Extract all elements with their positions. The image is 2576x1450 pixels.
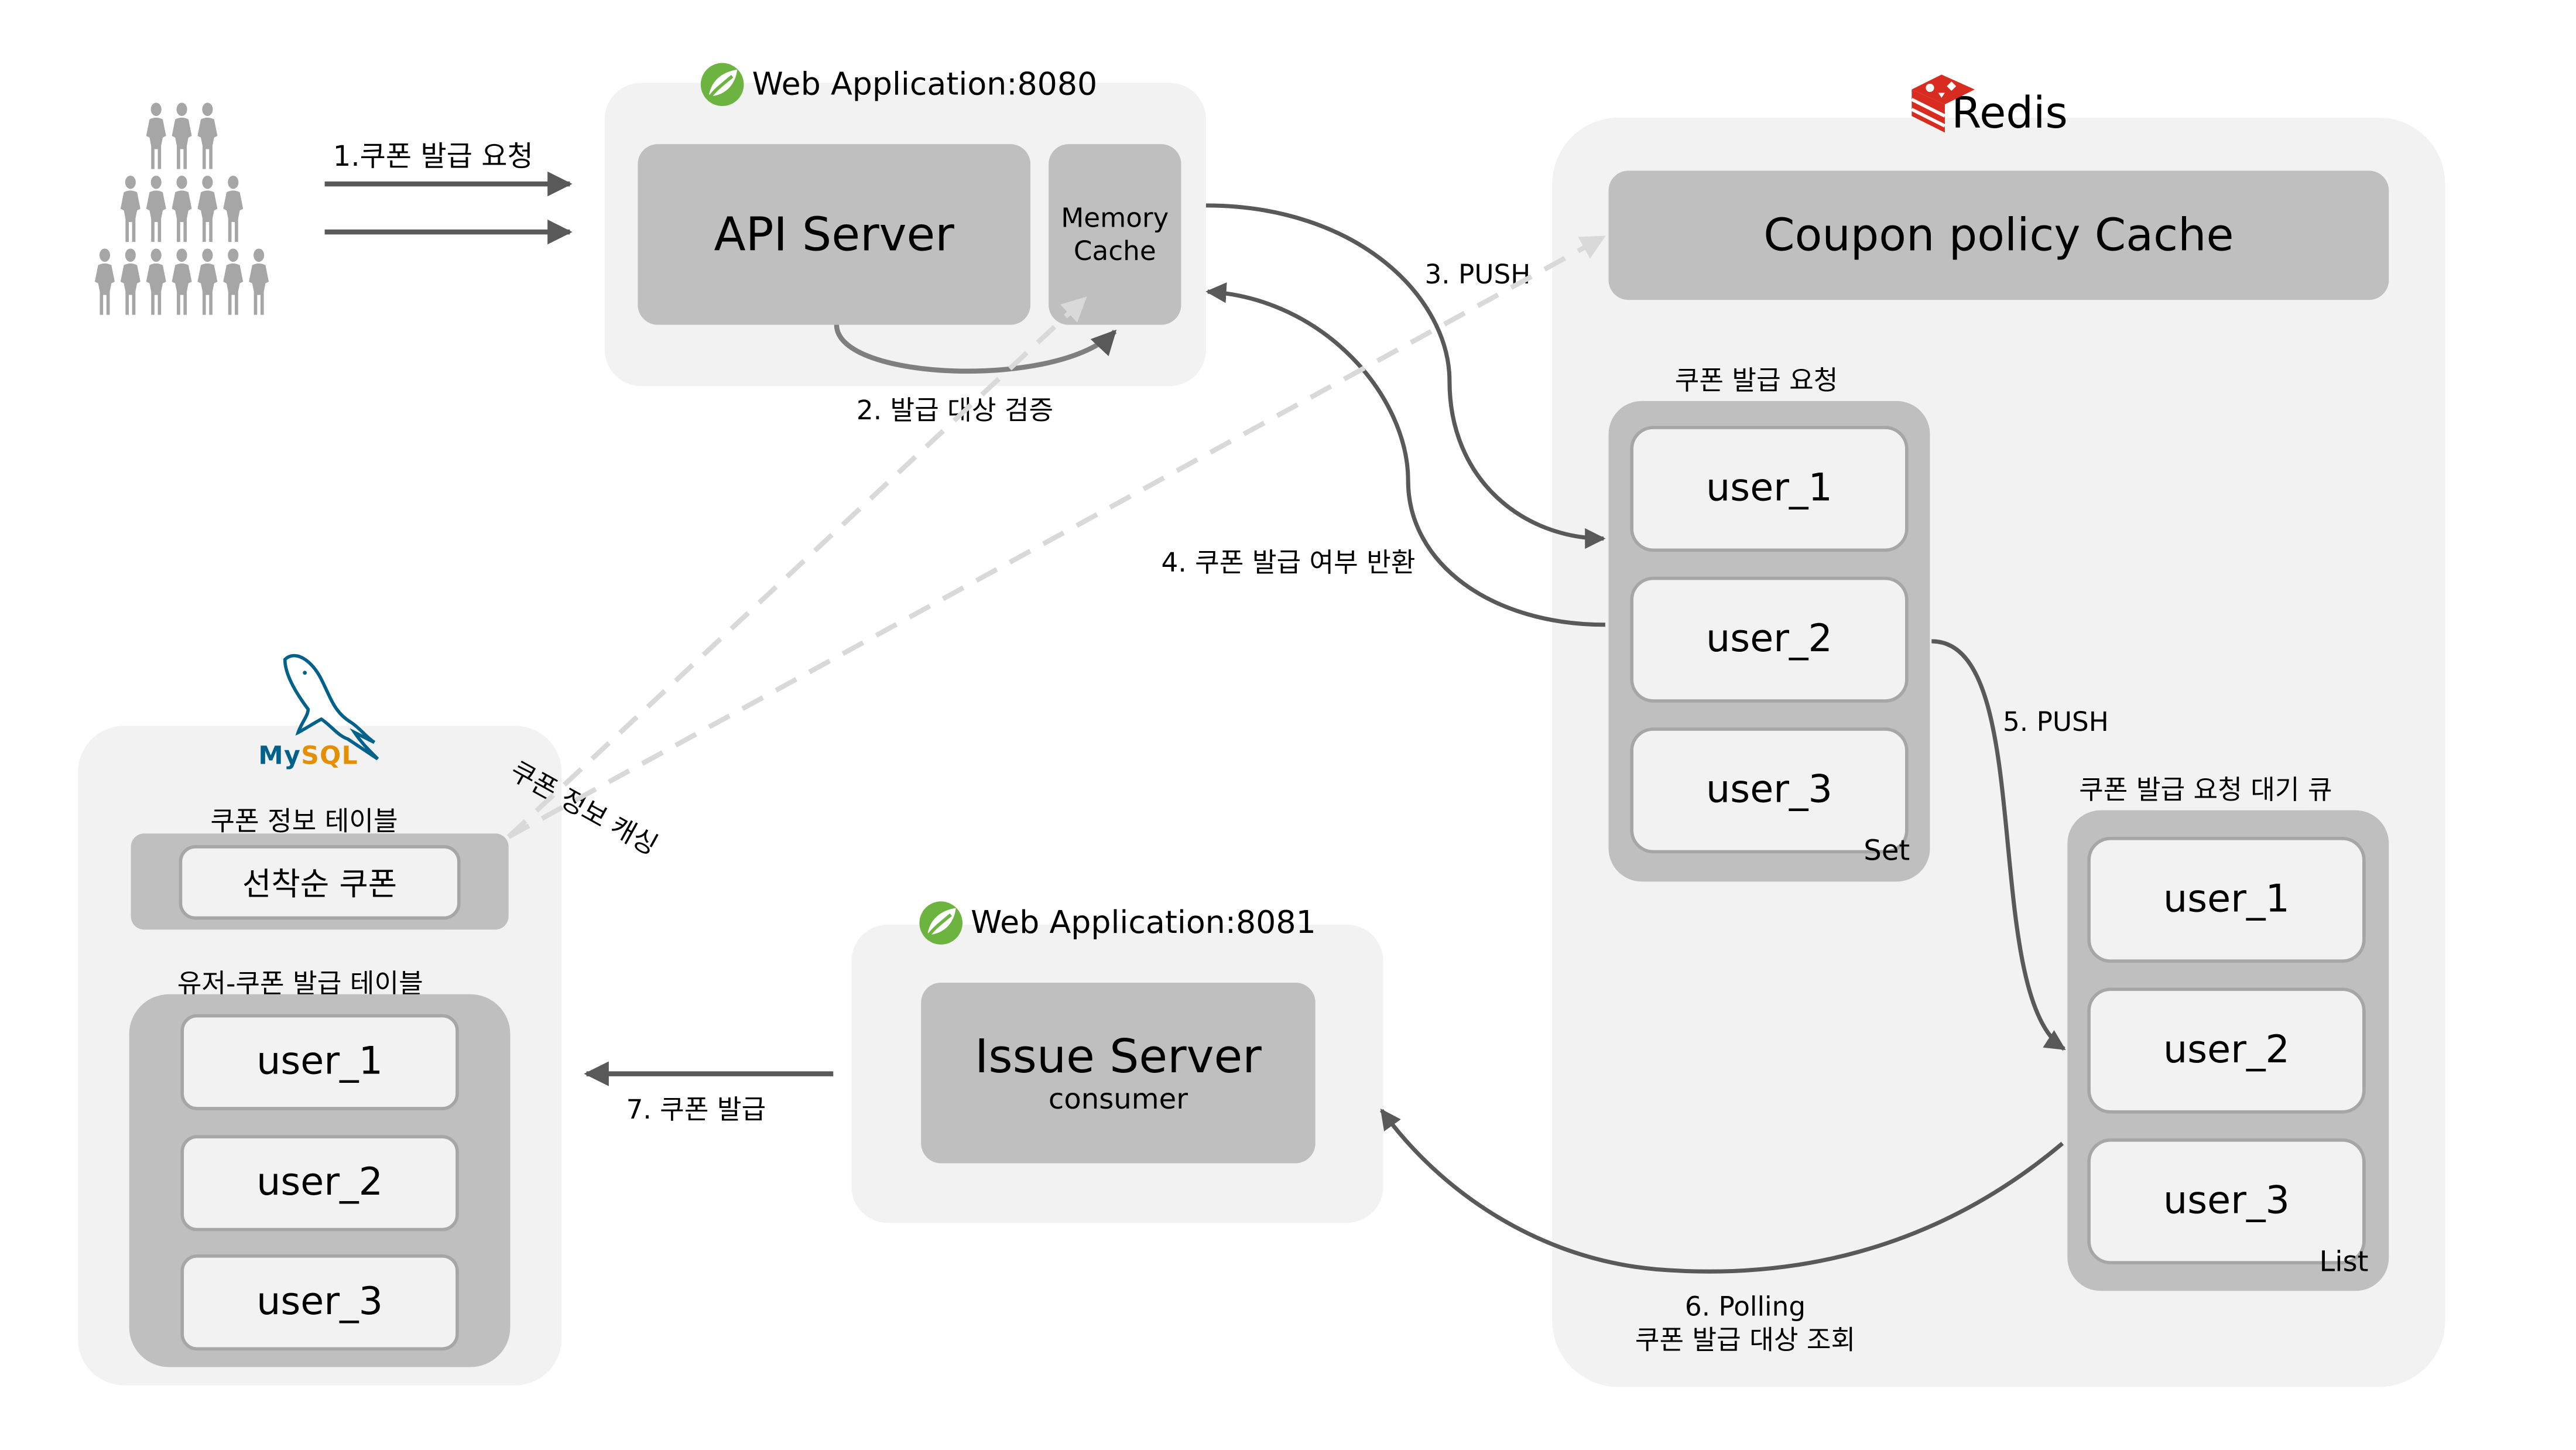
person-icon xyxy=(197,102,218,169)
issue-table-item[interactable]: user_3 xyxy=(180,1254,459,1351)
set-item[interactable]: user_3 xyxy=(1630,727,1909,854)
step2-label: 2. 발급 대상 검증 xyxy=(856,394,1054,426)
queue-item[interactable]: user_1 xyxy=(2087,836,2366,963)
queue-item[interactable]: user_2 xyxy=(2087,987,2366,1114)
redis-logo-icon xyxy=(1911,74,1975,133)
coupon-policy-cache-label: Coupon policy Cache xyxy=(1763,209,2234,261)
step3-arrow xyxy=(1205,203,1606,549)
queue-type-label: List xyxy=(2319,1246,2369,1280)
api-app-title: Web Application:8080 xyxy=(699,61,1097,108)
memory-cache-label-line1: Memory xyxy=(1061,201,1169,233)
coupon-policy-cache-box[interactable]: Coupon policy Cache xyxy=(1608,170,2389,300)
issue-server-subtitle: consumer xyxy=(1048,1083,1188,1117)
issue-table-item[interactable]: user_2 xyxy=(180,1135,459,1232)
person-icon xyxy=(94,248,115,315)
person-icon xyxy=(146,102,166,169)
queue-title: 쿠폰 발급 요청 대기 큐 xyxy=(2079,774,2332,806)
spring-leaf-icon xyxy=(919,901,962,945)
step2-arrow xyxy=(834,324,1117,374)
issue-table-title: 유저-쿠폰 발급 테이블 xyxy=(177,967,423,1000)
caching-to-memory-arrow xyxy=(506,296,1087,839)
set-type-label: Set xyxy=(1864,835,1910,868)
coupon-row[interactable]: 선착순 쿠폰 xyxy=(179,845,461,920)
person-icon xyxy=(223,175,244,242)
person-icon xyxy=(172,248,192,315)
queue-item[interactable]: user_3 xyxy=(2087,1138,2366,1264)
issue-table-item[interactable]: user_1 xyxy=(180,1014,459,1110)
request-set-title: 쿠폰 발급 요청 xyxy=(1674,364,1838,396)
step5-label: 5. PUSH xyxy=(2002,706,2109,738)
step6-arrow xyxy=(1380,1108,2064,1274)
person-icon xyxy=(223,248,244,315)
person-icon xyxy=(197,248,218,315)
api-server-box[interactable]: API Server xyxy=(638,144,1031,325)
person-icon xyxy=(120,248,141,315)
issue-server-label: Issue Server xyxy=(974,1029,1262,1084)
memory-cache-box[interactable]: Memory Cache xyxy=(1049,144,1181,325)
spring-leaf-icon xyxy=(700,63,744,107)
api-server-label: API Server xyxy=(714,207,954,262)
step1-label: 1.쿠폰 발급 요청 xyxy=(333,141,533,175)
step4-label: 4. 쿠폰 발급 여부 반환 xyxy=(1161,546,1416,579)
person-icon xyxy=(146,175,166,242)
coupon-table-title: 쿠폰 정보 테이블 xyxy=(210,805,398,837)
step5-arrow xyxy=(1931,639,2066,1051)
person-icon xyxy=(172,102,192,169)
issue-server-box[interactable]: Issue Server consumer xyxy=(921,982,1316,1164)
mysql-logo-text: MySQL xyxy=(258,740,359,771)
person-icon xyxy=(146,248,166,315)
person-icon xyxy=(249,248,269,315)
person-icon xyxy=(172,175,192,242)
set-item[interactable]: user_2 xyxy=(1630,576,1909,703)
memory-cache-label-line2: Cache xyxy=(1073,234,1156,266)
set-item[interactable]: user_1 xyxy=(1630,426,1909,552)
person-icon xyxy=(197,175,218,242)
caching-to-redis-arrow xyxy=(507,234,1606,839)
issue-app-title: Web Application:8081 xyxy=(918,900,1316,946)
step6-label: 6. Polling 쿠폰 발급 대상 조회 xyxy=(1635,1291,1856,1356)
step4-arrow xyxy=(1205,282,1605,627)
person-icon xyxy=(120,175,141,242)
users-crowd-icon xyxy=(94,102,269,315)
mysql-logo-icon xyxy=(283,654,379,761)
redis-title: Redis xyxy=(1909,73,2068,139)
step7-label: 7. 쿠폰 발급 xyxy=(626,1093,766,1126)
